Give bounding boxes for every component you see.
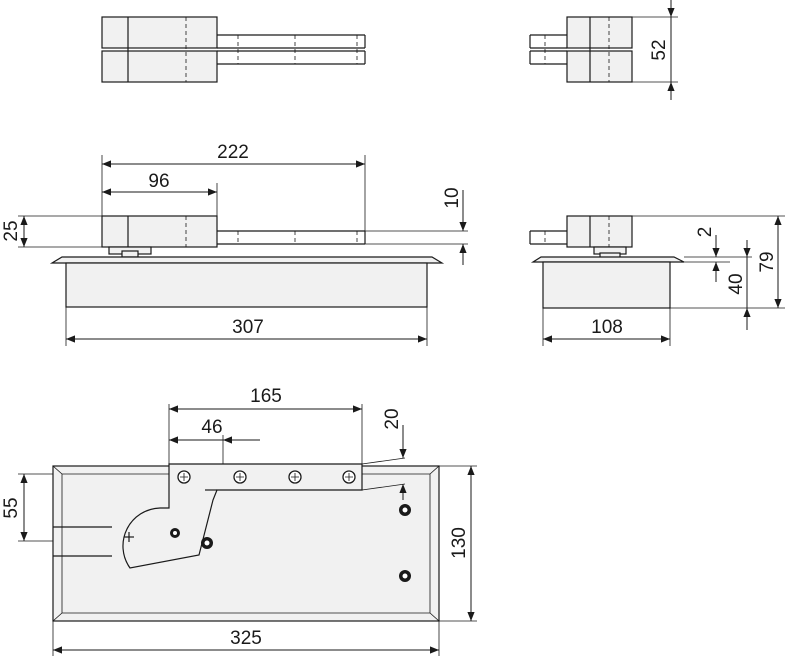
dim-label-46: 46 <box>201 417 222 438</box>
top-view <box>101 16 366 83</box>
dim-label-2: 2 <box>695 227 716 238</box>
front-view <box>18 155 468 346</box>
dim-label-25: 25 <box>1 220 22 241</box>
dim-label-222: 222 <box>217 142 249 163</box>
dim-label-40: 40 <box>726 273 747 294</box>
top-side-view <box>529 16 678 83</box>
dim-label-10: 10 <box>442 187 463 208</box>
dim-label-165: 165 <box>250 386 282 407</box>
dim-label-52: 52 <box>649 39 670 60</box>
plan-view <box>18 404 477 656</box>
dim-label-108: 108 <box>591 317 623 338</box>
dim-label-96: 96 <box>148 171 169 192</box>
side-view <box>529 215 785 346</box>
dim-label-79: 79 <box>757 251 778 272</box>
dim-label-55: 55 <box>1 497 22 518</box>
dim-label-20: 20 <box>382 408 403 429</box>
dim-label-307: 307 <box>232 317 264 338</box>
mounting-screws <box>170 470 411 582</box>
dim-label-325: 325 <box>230 628 262 649</box>
dim-label-130: 130 <box>449 527 470 559</box>
